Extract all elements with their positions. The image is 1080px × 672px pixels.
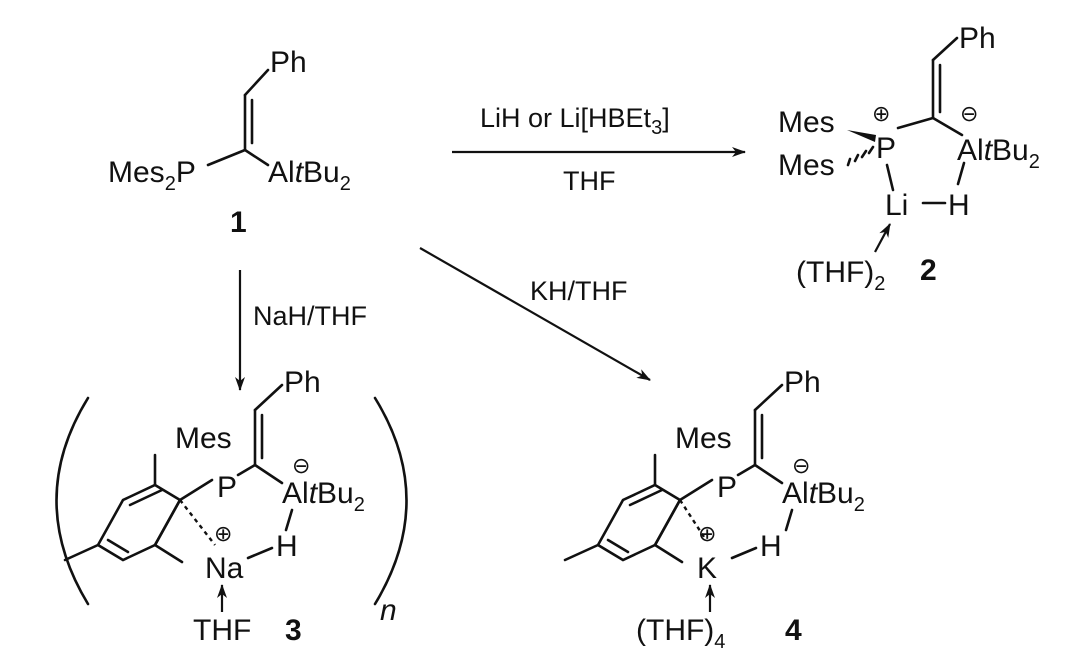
phenyl-bond-3 — [253, 383, 284, 412]
k-atom: K — [697, 552, 717, 585]
p-atom-4: P — [717, 471, 737, 504]
compound-number-4: 4 — [785, 614, 802, 647]
arrow-to-2: LiH or Li[HBEt3] THF — [452, 103, 746, 196]
phenyl-bond-2 — [931, 36, 959, 62]
p-aryl-bond-4 — [678, 478, 714, 502]
phenyl-label: Ph — [270, 46, 307, 79]
p-atom-3: P — [217, 471, 237, 504]
phenyl-label-2: Ph — [959, 22, 996, 55]
hash-bond-mes — [846, 145, 875, 167]
thf-label-3: THF — [193, 614, 251, 647]
plus-charge-4: ⊕ — [698, 521, 716, 546]
mes-label-2b: Mes — [778, 149, 835, 182]
compound-1: Ph Mes2P AltBu2 1 — [108, 46, 351, 239]
mesityl-ring-4 — [563, 453, 684, 564]
c-al-bond-2 — [931, 116, 964, 137]
altbu2-label-2: AltBu2 — [957, 134, 1040, 173]
altbu2-label: AltBu2 — [268, 156, 351, 195]
compound-number-3: 3 — [285, 614, 302, 647]
minus-charge-2: ⊖ — [960, 101, 978, 126]
mes-label-2a: Mes — [778, 106, 835, 139]
mes-label-4: Mes — [675, 422, 732, 455]
right-parenthesis — [373, 396, 408, 606]
c-al-bond-3 — [253, 463, 284, 485]
al-h-bond-3 — [284, 508, 294, 532]
p-c-bond-4 — [736, 463, 757, 477]
mesityl-ring-3 — [63, 453, 184, 564]
compound-4: Ph Mes P ⊖ AltBu2 ⊕ K H (THF)4 4 — [563, 366, 865, 653]
reaction-arrow-diagonal — [419, 247, 651, 381]
plus-charge-2: ⊕ — [872, 101, 890, 126]
arrow-to-4: KH/THF — [419, 247, 651, 381]
left-parenthesis — [55, 396, 90, 606]
reagent-label-down: NaH/THF — [253, 301, 367, 331]
solvent-label-top: THF — [563, 166, 615, 196]
al-h-bond — [956, 161, 966, 186]
li-atom: Li — [885, 189, 908, 222]
thf4-label: (THF)4 — [636, 614, 725, 653]
minus-charge-3: ⊖ — [292, 453, 310, 478]
thf2-label: (THF)2 — [796, 256, 885, 295]
hydride-4: H — [760, 530, 782, 563]
phenyl-bond — [243, 68, 270, 97]
hydride-2: H — [948, 189, 970, 222]
p-atom-2: P — [876, 132, 896, 165]
al-h-bond-4 — [784, 508, 794, 532]
p-aryl-bond-3 — [178, 478, 214, 502]
compound-number-1: 1 — [230, 206, 247, 239]
p-c-bond — [206, 148, 247, 167]
compound-number-2: 2 — [920, 254, 937, 287]
phenyl-label-3: Ph — [284, 366, 321, 399]
p-c-bond-3 — [236, 463, 257, 477]
plus-charge-3: ⊕ — [214, 521, 232, 546]
phenyl-label-4: Ph — [784, 366, 821, 399]
thf-li-arrow — [874, 223, 891, 253]
minus-charge-4: ⊖ — [792, 453, 810, 478]
phenyl-bond-4 — [753, 383, 784, 412]
mes2p-label: Mes2P — [108, 156, 196, 195]
na-atom: Na — [205, 552, 244, 585]
polymer-n: n — [380, 594, 397, 627]
reagent-label-diagonal: KH/THF — [530, 276, 628, 306]
k-h-bond — [730, 546, 758, 560]
na-h-bond — [246, 546, 274, 560]
wedge-bond-mes — [847, 130, 876, 142]
reagent-label-top: LiH or Li[HBEt3] — [480, 103, 670, 139]
compound-3: n Ph Mes P ⊖ AltBu2 ⊕ Na H THF 3 — [55, 366, 408, 647]
p-li-bond — [885, 163, 895, 192]
p-c-bond-2 — [896, 116, 935, 130]
compound-2: Ph ⊕ ⊖ Mes Mes P AltBu2 Li H (THF)2 2 — [778, 22, 1040, 295]
altbu2-label-4: AltBu2 — [782, 477, 865, 516]
arrow-to-3: NaH/THF — [235, 270, 367, 391]
c-al-bond-4 — [753, 463, 784, 485]
aryl-na-interaction — [179, 499, 216, 546]
hydride-3: H — [276, 530, 298, 563]
c-al-bond — [243, 148, 270, 167]
altbu2-label-3: AltBu2 — [282, 477, 365, 516]
mes-label-3: Mes — [175, 422, 232, 455]
